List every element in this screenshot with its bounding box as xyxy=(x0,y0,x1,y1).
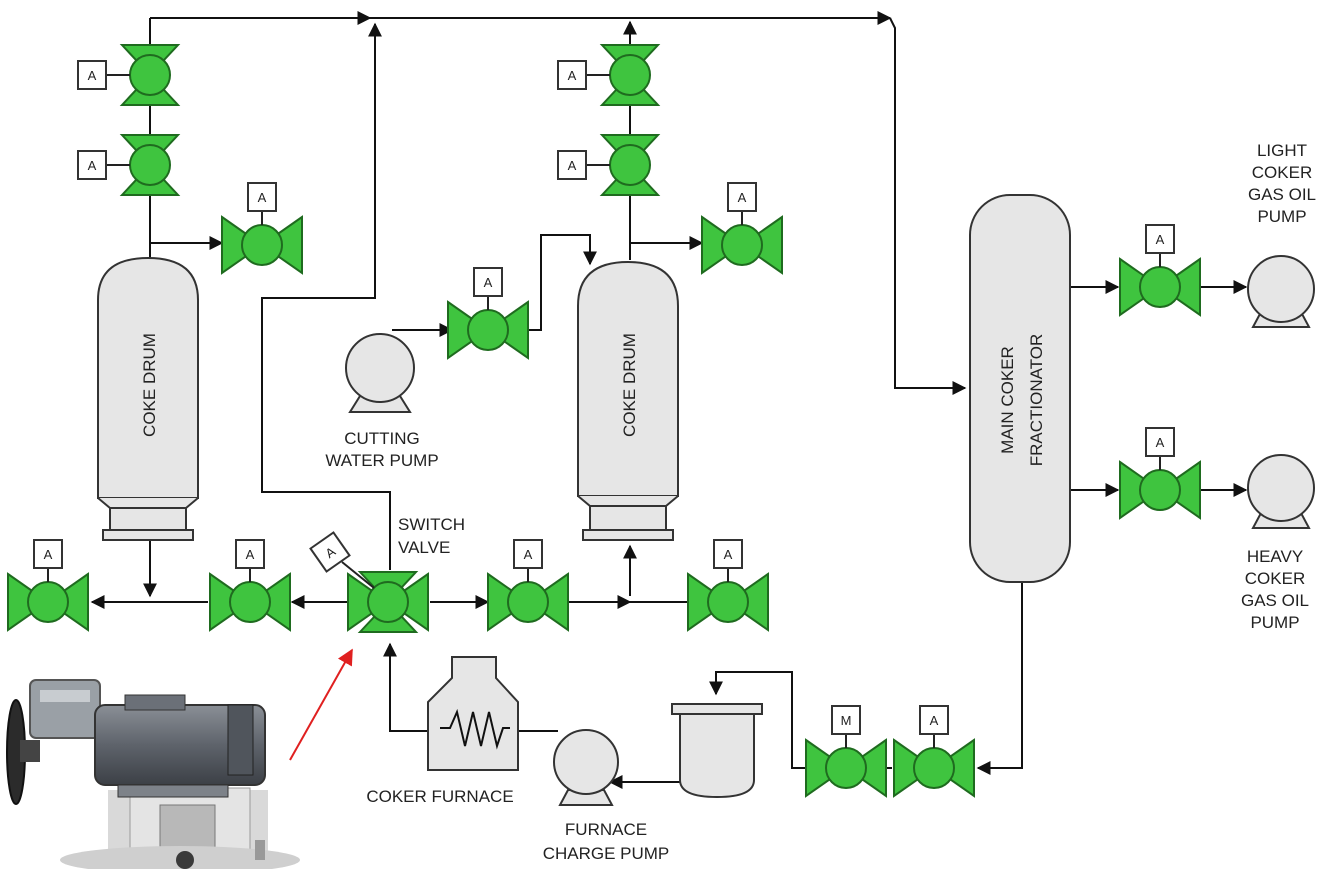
valve-left-top: A xyxy=(77,44,181,106)
actuator-box: A xyxy=(919,705,949,735)
furnace-coil xyxy=(440,708,510,750)
pipe-cutting-to-drum xyxy=(524,234,597,331)
valve-bottom-right: A xyxy=(487,539,569,632)
actuator-tag: M xyxy=(841,713,852,728)
actuator-tag: A xyxy=(44,547,53,562)
actuator-tag: A xyxy=(524,547,533,562)
coker-furnace-label: COKER FURNACE xyxy=(366,787,513,806)
switch-valve-label-line1: SWITCH xyxy=(398,515,465,534)
valve-right-second: A xyxy=(557,134,661,196)
pipe-to-drum xyxy=(709,671,806,769)
valve-bottom-far-right: A xyxy=(687,539,769,632)
furnace-pump-label-line1: FURNACE xyxy=(565,820,647,839)
valve-right-vent: A xyxy=(701,182,783,275)
valve-right-top: A xyxy=(557,44,661,106)
actuator-tag: A xyxy=(1156,435,1165,450)
actuator-box: M xyxy=(831,705,861,735)
switch-valve-actuator-photo xyxy=(6,679,300,869)
heavy-coker-gas-oil-pump: HEAVY COKER GAS OIL PUMP xyxy=(1241,454,1315,632)
coke-drum-left: COKE DRUM xyxy=(97,256,199,541)
actuator-box: A xyxy=(513,539,543,569)
lcgo-label-line1: LIGHT xyxy=(1257,141,1307,160)
light-coker-gas-oil-pump: LIGHT COKER GAS OIL PUMP xyxy=(1247,141,1316,328)
actuator-tag: A xyxy=(930,713,939,728)
actuator-box: A xyxy=(309,531,351,573)
coke-drum-right-label: COKE DRUM xyxy=(620,333,639,437)
actuator-box: A xyxy=(77,60,107,90)
hcgo-label-line3: GAS OIL xyxy=(1241,591,1309,610)
valve-left-vent: A xyxy=(221,182,303,275)
coke-drum-left-label: COKE DRUM xyxy=(140,333,159,437)
hcgo-label-line4: PUMP xyxy=(1250,613,1299,632)
coke-drum-right: COKE DRUM xyxy=(577,260,679,541)
switch-valve-pointer-arrow xyxy=(289,648,353,761)
pipe-fractionator-bottoms xyxy=(976,582,1023,775)
hcgo-label-line1: HEAVY xyxy=(1247,547,1303,566)
lcgo-label-line2: COKER xyxy=(1252,163,1312,182)
pipe-to-fractionator xyxy=(889,17,967,395)
actuator-tag: A xyxy=(738,190,747,205)
actuator-tag: A xyxy=(568,68,577,83)
fractionator-label-line1: MAIN COKER xyxy=(998,346,1017,454)
feed-drum xyxy=(671,703,763,799)
actuator-box: A xyxy=(1145,224,1175,254)
hcgo-label-line2: COKER xyxy=(1245,569,1305,588)
cutting-pump-label-line2: WATER PUMP xyxy=(325,451,438,470)
actuator-tag: A xyxy=(568,158,577,173)
actuator-tag: A xyxy=(246,547,255,562)
actuator-box: A xyxy=(247,182,277,212)
pipes xyxy=(90,11,1248,789)
lcgo-label-line3: GAS OIL xyxy=(1248,185,1316,204)
lcgo-label-line4: PUMP xyxy=(1257,207,1306,226)
valve-hcgo: A xyxy=(1119,427,1201,520)
actuator-tag: A xyxy=(258,190,267,205)
cutting-pump-label-line1: CUTTING xyxy=(344,429,420,448)
valve-manual-bottoms: M xyxy=(805,705,887,798)
valve-bottom-left: A xyxy=(209,539,291,632)
valve-auto-bottoms: A xyxy=(893,705,975,798)
actuator-tag: A xyxy=(484,275,493,290)
switch-valve-label-line2: VALVE xyxy=(398,538,450,557)
actuator-box: A xyxy=(235,539,265,569)
actuator-box: A xyxy=(713,539,743,569)
actuator-box: A xyxy=(727,182,757,212)
actuator-tag: A xyxy=(724,547,733,562)
actuator-box: A xyxy=(473,267,503,297)
valve-left-second: A xyxy=(77,134,181,196)
main-coker-fractionator: MAIN COKER FRACTIONATOR xyxy=(969,194,1071,583)
actuator-box: A xyxy=(33,539,63,569)
furnace-charge-pump: FURNACE CHARGE PUMP xyxy=(543,729,670,863)
pipe-switch-bypass xyxy=(261,22,391,570)
actuator-box: A xyxy=(557,150,587,180)
actuator-tag: A xyxy=(88,158,97,173)
furnace-pump-label-line2: CHARGE PUMP xyxy=(543,844,670,863)
cutting-water-pump: CUTTING WATER PUMP xyxy=(325,333,439,470)
valve-cutting-water: A xyxy=(447,267,529,360)
actuator-box: A xyxy=(557,60,587,90)
actuator-tag: A xyxy=(1156,232,1165,247)
actuator-box: A xyxy=(1145,427,1175,457)
coker-furnace: COKER FURNACE xyxy=(366,656,519,806)
valves-group: A A A A A A A A A A A A A A M A xyxy=(7,44,1201,798)
fractionator-label-line2: FRACTIONATOR xyxy=(1027,334,1046,467)
switch-valve: A xyxy=(309,531,429,633)
actuator-tag: A xyxy=(88,68,97,83)
actuator-box: A xyxy=(77,150,107,180)
pipe-furnace-to-switch xyxy=(383,642,428,732)
valve-bottom-far-left: A xyxy=(7,539,89,632)
valve-lcgo: A xyxy=(1119,224,1201,317)
